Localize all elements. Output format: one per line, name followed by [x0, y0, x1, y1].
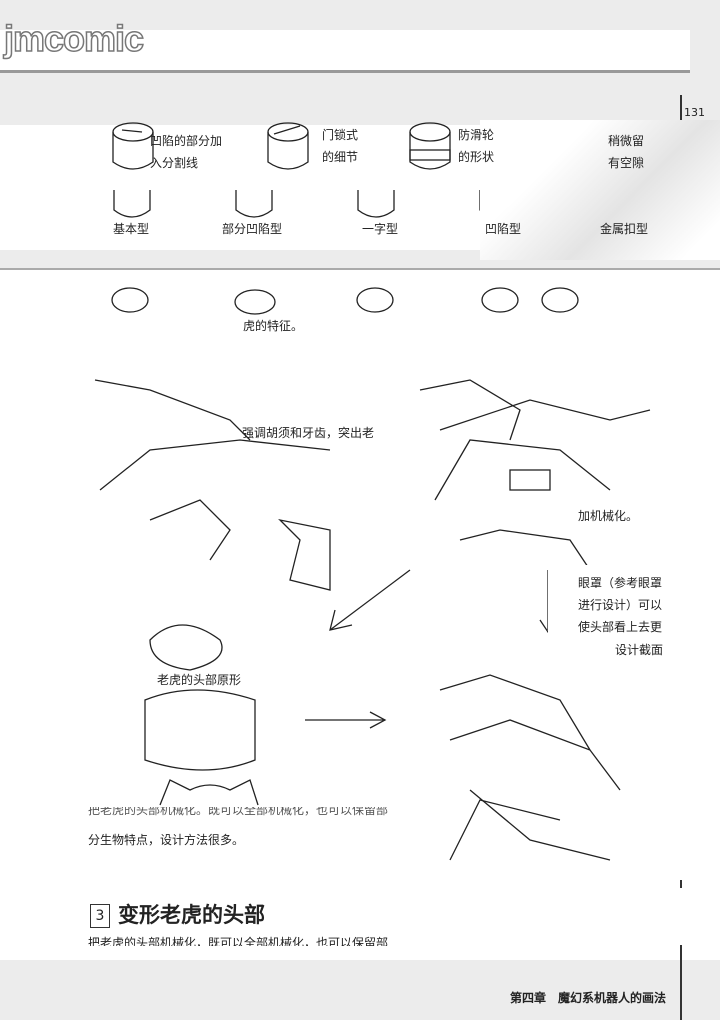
margin-tick: [680, 880, 682, 888]
annotation-section: 设计截面: [615, 643, 664, 657]
type-label: 基本型: [113, 222, 150, 236]
type-label: 部分凹陷型: [222, 222, 283, 236]
page-number: 131: [684, 106, 705, 119]
button-top-row: [111, 287, 579, 315]
tiger-head-sketch-2: [144, 689, 256, 771]
watermark-stamp: [480, 120, 720, 260]
section-title: 变形老虎的头部: [118, 903, 265, 927]
button-sketch-2: [267, 122, 309, 170]
body-text-line-1: 把老虎的头部机械化。既可以全部机械化，也可以保留部: [88, 807, 389, 817]
visor-annotation-box: [548, 565, 720, 660]
caption-4: 稍微留有空隙: [608, 134, 645, 170]
robot-tiger-drawings: [94, 287, 651, 861]
caption-3: 防滑轮的形状: [458, 128, 495, 164]
button-sketch-1: [112, 122, 154, 170]
annotation-tiger-feature: 虎的特征。: [243, 319, 304, 333]
section-intro: 把老虎的头部机械化，既可以全部机械化，也可以保留部: [88, 936, 389, 946]
type-label: 金属扣型: [600, 222, 649, 236]
arrows: [305, 569, 557, 729]
page-margin-line-bottom: [680, 945, 682, 1020]
watermark-logo: jmcomic: [3, 17, 145, 60]
page-margin-line: [680, 95, 682, 125]
body-text-line-2: 分生物特点，设计方法很多。: [88, 833, 245, 847]
robot-mech-head: [439, 674, 621, 861]
chapter-footer: 第四章 魔幻系机器人的画法: [510, 991, 667, 1005]
tiger-head-sketch-1: [149, 624, 223, 671]
type-label: 凹陷型: [485, 222, 522, 236]
scan-background-bottom: [0, 960, 720, 1020]
caption-2: 门锁式的细节: [322, 128, 359, 164]
caption-1: 凹陷的部分加入分割线: [150, 134, 223, 170]
tiger-head-sketch-3: [159, 779, 259, 806]
type-label: 一字型: [362, 222, 399, 236]
section-number: 3: [90, 904, 110, 928]
annotation-visor: 眼罩（参考眼罩进行设计）可以使头部看上去更: [578, 576, 663, 634]
header-band: [0, 30, 690, 70]
band-rule: [0, 268, 720, 270]
header-rule: [0, 70, 690, 73]
annotation-mech: 加机械化。: [578, 509, 639, 523]
button-sketch-3: [409, 122, 451, 170]
robot-head-right: [419, 379, 651, 571]
section-heading: 3 变形老虎的头部: [90, 900, 265, 930]
robot-head-left: [94, 379, 331, 591]
annotation-emphasize: 强调胡须和牙齿，突出老: [242, 426, 375, 440]
annotation-tiger-prototype: 老虎的头部原形: [157, 673, 242, 687]
